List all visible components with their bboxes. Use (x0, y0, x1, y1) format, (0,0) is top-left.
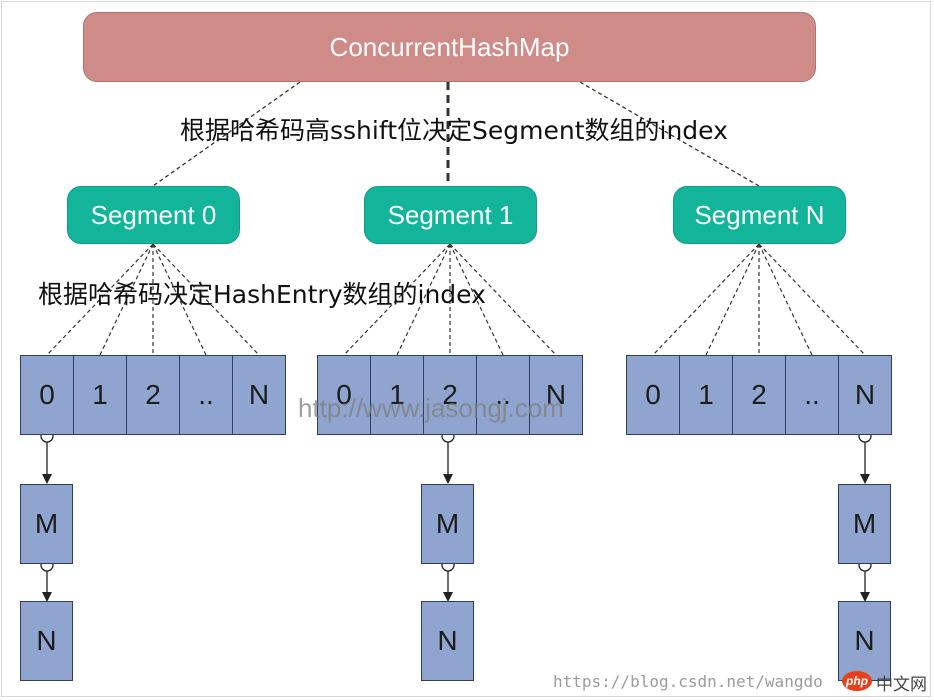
array-cell: 2 (733, 356, 786, 434)
array-cell: .. (786, 356, 839, 434)
map-to-segment-0-line (152, 81, 301, 187)
segment-0-hashentry-array: 0 1 2 .. N (20, 355, 286, 435)
segment-index-caption: 根据哈希码高sshift位决定Segment数组的index (180, 116, 728, 145)
concurrent-hashmap-label: ConcurrentHashMap (329, 31, 570, 62)
array-cell: .. (180, 356, 233, 434)
array-cell: 1 (680, 356, 733, 434)
segment-1-label: Segment 1 (387, 199, 514, 230)
hashentry-index-caption: 根据哈希码决定HashEntry数组的index (38, 280, 486, 309)
site-name-text: 中文网 (876, 675, 927, 695)
segment-n-hashentry-array: 0 1 2 .. N (626, 355, 892, 435)
chain-node-middle-1: M (421, 484, 474, 564)
array-cell: 2 (127, 356, 180, 434)
array-cell: 0 (318, 356, 371, 434)
array-cell: N (233, 356, 285, 434)
array-cell: N (530, 356, 582, 434)
array-cell: 1 (74, 356, 127, 434)
array-cell: 1 (371, 356, 424, 434)
chain-node-middle-2: N (421, 601, 474, 681)
segment-1-fan-lines (343, 243, 557, 356)
segment-1-hashentry-array: 0 1 2 .. N (317, 355, 583, 435)
array-cell: 0 (21, 356, 74, 434)
chain-node-right-1: M (838, 484, 891, 564)
chain-node-left-1: M (20, 484, 73, 564)
array-cell: .. (477, 356, 530, 434)
chain-node-left-2: N (20, 601, 73, 681)
segment-0-label: Segment 0 (90, 199, 217, 230)
array-cell: 2 (424, 356, 477, 434)
watermark-text: http://www.jasongj.com (298, 393, 564, 423)
footer-url: https://blog.csdn.net/wangdo (553, 672, 823, 691)
segment-0-fan-lines (46, 243, 260, 356)
php-logo-badge: php (842, 671, 872, 691)
chain-node-right-2: N (838, 601, 891, 681)
segment-n-fan-lines (652, 243, 866, 356)
segment-n-label: Segment N (694, 199, 825, 230)
segment-0-box: Segment 0 (67, 186, 240, 244)
segment-n-box: Segment N (673, 186, 846, 244)
concurrent-hashmap-box: ConcurrentHashMap (83, 12, 816, 82)
segment-1-box: Segment 1 (364, 186, 537, 244)
array-cell: 0 (627, 356, 680, 434)
array-cell: N (839, 356, 891, 434)
